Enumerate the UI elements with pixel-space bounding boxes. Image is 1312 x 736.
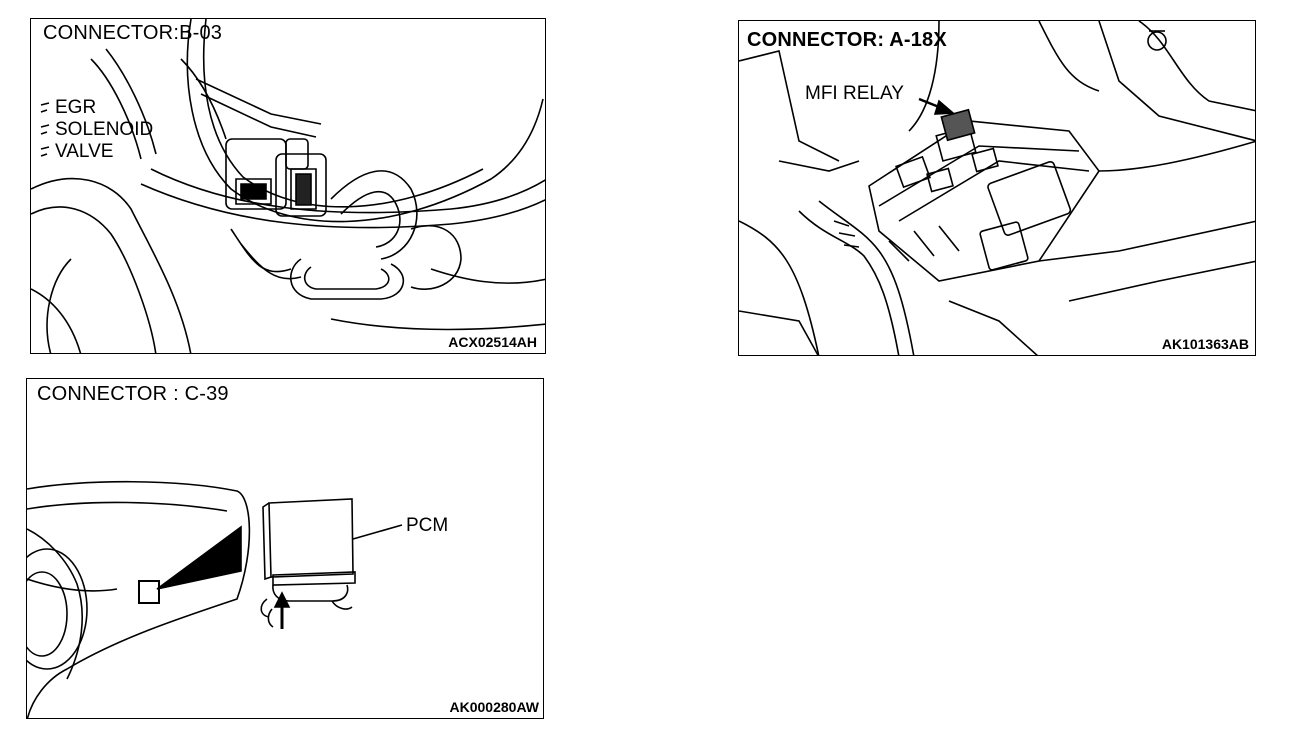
pcm-label: PCM [406, 515, 449, 536]
egr-solenoid-valve-illustration [31, 19, 545, 353]
figure-code: AK101363AB [1161, 336, 1249, 352]
connector-title: CONNECTOR : C-39 [37, 383, 229, 405]
figure-code: AK000280AW [449, 699, 540, 715]
egr-label: EGR [55, 97, 97, 118]
pcm-location-illustration [27, 480, 403, 718]
connector-c39-panel: CONNECTOR : C-39 PCM AK000280AW [26, 378, 544, 719]
connector-title: CONNECTOR:B-03 [43, 22, 223, 44]
solenoid-label: SOLENOID [55, 119, 154, 140]
mfi-relay-illustration [739, 21, 1255, 355]
connector-a18x-panel: CONNECTOR: A-18X MFI RELAY AK101363AB [738, 20, 1256, 356]
figure-code: ACX02514AH [448, 334, 537, 350]
connector-title: CONNECTOR: A-18X [747, 29, 947, 51]
connector-b03-panel: CONNECTOR:B-03 EGR SOLENOID VALVE ACX025… [30, 18, 546, 354]
valve-label: VALVE [55, 141, 114, 162]
mfi-relay-label: MFI RELAY [805, 83, 904, 104]
